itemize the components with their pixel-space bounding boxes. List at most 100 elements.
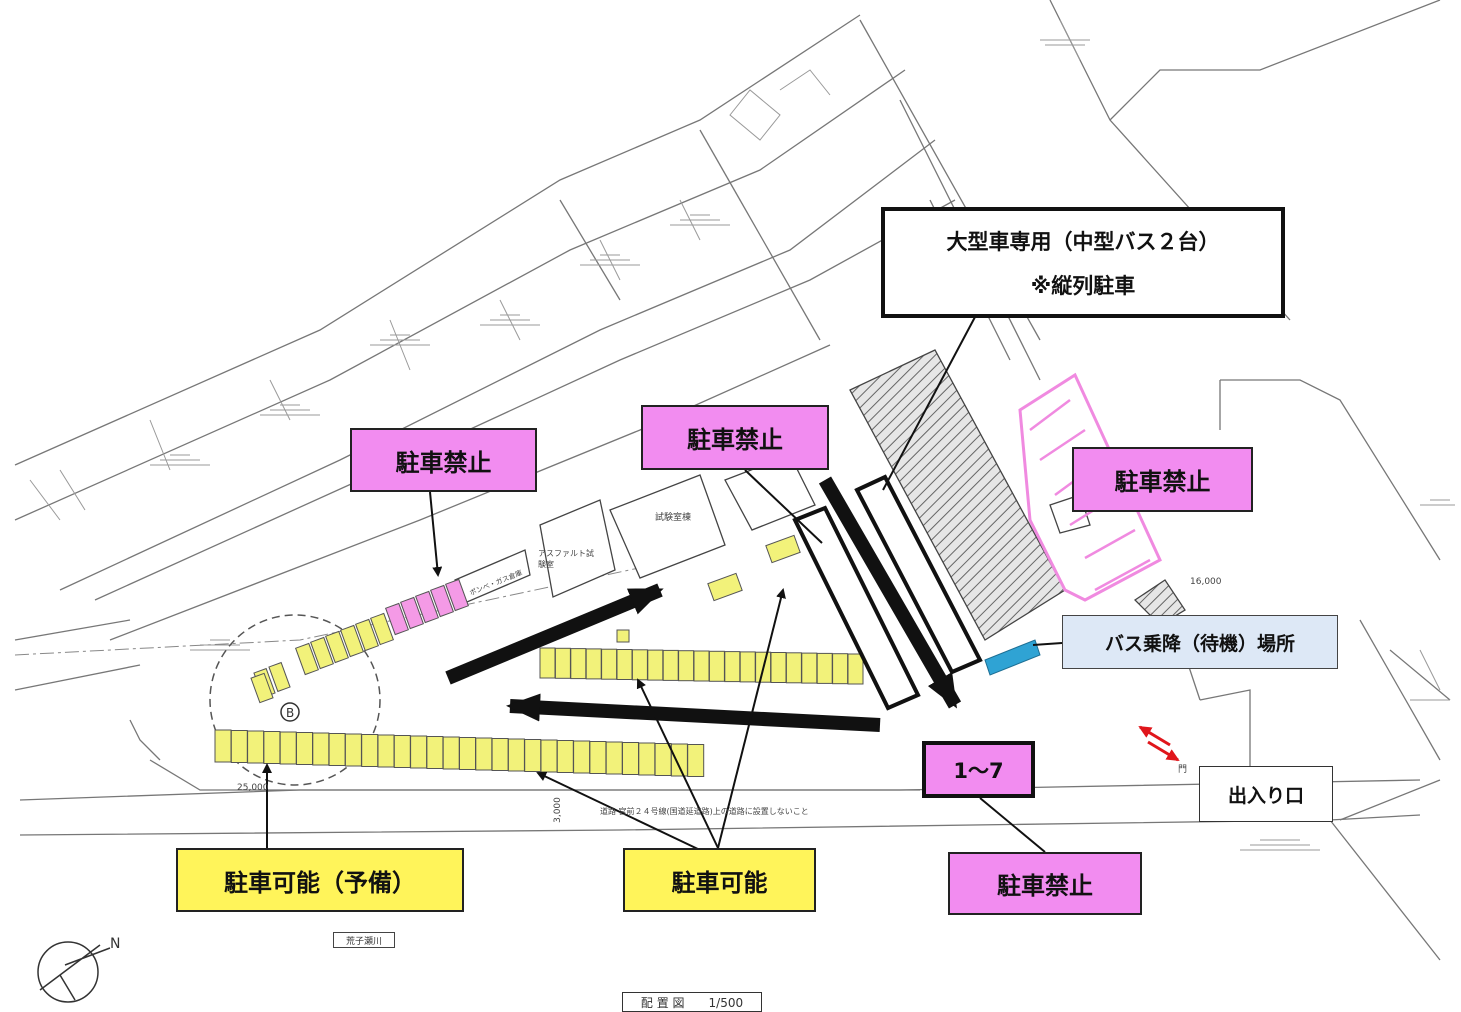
parking-stall bbox=[328, 733, 346, 766]
parking-stall bbox=[309, 636, 335, 670]
large-vehicle-callout: 大型車専用（中型バス２台） ※縦列駐車 bbox=[881, 207, 1285, 318]
svg-text:N: N bbox=[110, 936, 120, 952]
parking-stall bbox=[324, 630, 350, 664]
flow-arrow-in bbox=[445, 583, 664, 685]
parking-stall bbox=[377, 734, 395, 768]
bus-stop-area bbox=[984, 639, 1041, 676]
parking-stall bbox=[662, 649, 679, 681]
parking-stall bbox=[268, 661, 291, 693]
flow-arrow-out bbox=[506, 693, 881, 732]
parking-stall bbox=[414, 590, 440, 624]
large-vehicle-parking bbox=[792, 474, 983, 711]
parking-stall bbox=[770, 652, 787, 683]
parking-stall bbox=[279, 731, 297, 765]
parking-stall bbox=[475, 737, 493, 771]
parking-stall bbox=[540, 739, 558, 773]
parking-stalls-bottom bbox=[214, 729, 705, 777]
asphalt-lab-text: アスファルト試験室 bbox=[538, 549, 594, 569]
test-building bbox=[609, 474, 726, 579]
pointer-lines bbox=[262, 316, 1063, 853]
turning-circle bbox=[209, 614, 381, 786]
river-label: 荒子瀬川 bbox=[333, 932, 395, 948]
dim-3000-text: 3,000 bbox=[552, 797, 563, 823]
parking-stall bbox=[339, 624, 365, 658]
parking-reserve-label: 駐車可能（予備） bbox=[176, 848, 464, 912]
parking-stall bbox=[708, 650, 725, 682]
parking-stall bbox=[678, 650, 695, 682]
parking-stall bbox=[616, 649, 633, 680]
embankment-marks bbox=[29, 19, 1455, 851]
parking-stall bbox=[426, 736, 444, 769]
no-parking-label-upper-center: 駐車禁止 bbox=[641, 405, 829, 470]
parking-stall bbox=[832, 653, 849, 685]
parking-stall bbox=[847, 653, 864, 685]
parking-stall bbox=[687, 744, 705, 777]
parking-stall bbox=[263, 731, 281, 764]
large-vehicle-title: 大型車専用（中型バス２台） bbox=[946, 229, 1220, 254]
parking-stall bbox=[410, 735, 428, 769]
parking-stall bbox=[539, 647, 556, 679]
dim-16000-text: 16,000 bbox=[1190, 577, 1222, 587]
parking-stall bbox=[369, 612, 395, 646]
parking-stall bbox=[507, 738, 525, 772]
range-label: 1～7 bbox=[922, 741, 1035, 798]
parking-stall bbox=[554, 647, 571, 679]
parking-stall bbox=[399, 596, 425, 630]
parking-stalls-middle bbox=[539, 647, 864, 685]
parking-stall bbox=[294, 642, 320, 676]
parking-stalls-upper-left bbox=[253, 612, 395, 699]
parking-stall bbox=[361, 734, 379, 767]
bus-stop-label: バス乗降（待機）場所 bbox=[1062, 615, 1338, 669]
parking-stall bbox=[670, 743, 688, 777]
no-parking-striped-area bbox=[1018, 372, 1162, 602]
one-way-lane-arrow bbox=[818, 476, 962, 709]
parking-stall bbox=[693, 650, 710, 682]
parking-stall bbox=[570, 648, 587, 680]
parking-stalls-small bbox=[250, 534, 801, 704]
parking-stall bbox=[622, 742, 639, 775]
parking-stall bbox=[524, 739, 542, 772]
no-parking-label-bottom: 駐車禁止 bbox=[948, 852, 1142, 915]
gate-text: 門 bbox=[1178, 765, 1188, 775]
parking-stall bbox=[312, 732, 330, 766]
parking-stall bbox=[573, 740, 591, 774]
red-arrow-out bbox=[1147, 740, 1180, 762]
parking-stall bbox=[344, 733, 362, 767]
parking-stall bbox=[214, 729, 232, 763]
main-building-hatched bbox=[849, 349, 1066, 641]
parking-stall bbox=[429, 584, 455, 618]
parking-stall bbox=[585, 648, 602, 680]
parking-stall bbox=[785, 652, 802, 684]
parking-stall bbox=[230, 730, 248, 763]
dim-25000-text: 25,000 bbox=[237, 783, 269, 793]
parking-stall bbox=[247, 730, 265, 764]
parking-stall bbox=[296, 732, 313, 765]
parking-stall bbox=[816, 652, 833, 684]
asphalt-lab-building bbox=[539, 499, 616, 598]
large-vehicle-note: ※縦列駐車 bbox=[1030, 273, 1136, 298]
no-parking-label-upper-left: 駐車禁止 bbox=[350, 428, 537, 492]
parking-stall bbox=[354, 618, 380, 652]
parking-stall bbox=[459, 737, 476, 770]
road-note-text: 道路 宮前２４号線(国道延道路)上の道路に設置しないこと bbox=[600, 807, 809, 816]
no-parking-stalls bbox=[384, 578, 470, 636]
svg-text:B: B bbox=[286, 706, 294, 720]
parking-stall bbox=[444, 578, 470, 612]
parking-stall bbox=[631, 649, 648, 681]
parking-stall bbox=[739, 651, 756, 683]
parking-stall bbox=[589, 741, 607, 774]
entrance-label: 出入り口 bbox=[1199, 766, 1333, 822]
parking-stall bbox=[442, 736, 460, 770]
no-parking-label-right: 駐車禁止 bbox=[1072, 447, 1253, 512]
scale-label: 配 置 図 1/500 bbox=[622, 992, 762, 1012]
parking-stall bbox=[654, 743, 672, 776]
parking-stall bbox=[393, 735, 411, 768]
parking-stall bbox=[724, 651, 741, 683]
compass-icon: N bbox=[37, 936, 120, 1003]
parking-stall bbox=[647, 649, 664, 681]
parking-stall bbox=[556, 740, 574, 773]
parking-stall bbox=[638, 742, 656, 776]
parking-stall bbox=[801, 652, 818, 684]
parking-stall bbox=[601, 648, 618, 680]
